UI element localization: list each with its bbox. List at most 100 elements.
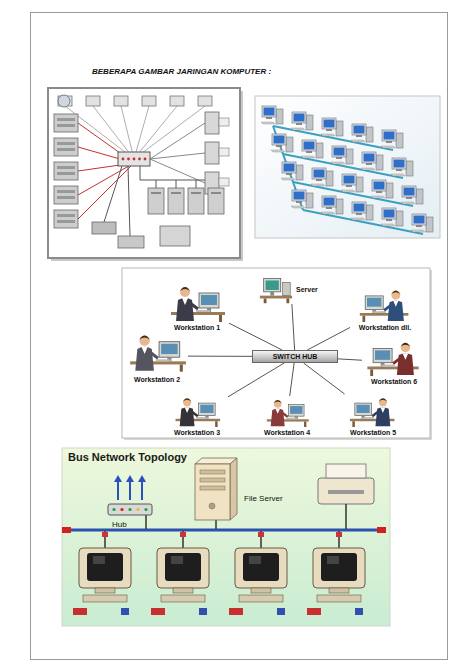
tower-slot xyxy=(151,192,161,194)
monitor-stand xyxy=(416,225,422,227)
hub-node: Hub xyxy=(104,470,156,530)
keyboard xyxy=(382,365,395,367)
signal-arrowhead xyxy=(114,475,122,482)
workstation-node: Workstation 2 xyxy=(126,328,188,384)
tower-front xyxy=(195,464,230,520)
keyboard-icon xyxy=(291,128,305,130)
monitor-screen xyxy=(87,553,123,581)
monitor-screen xyxy=(201,295,217,305)
monitor xyxy=(199,403,216,415)
server-icon xyxy=(54,114,78,132)
desk-leg xyxy=(215,421,217,427)
switch-hub-box: SWITCH HUB xyxy=(252,350,338,363)
connector-line xyxy=(188,356,252,357)
keyboard-icon xyxy=(301,156,315,158)
workstation-node: Workstation 6 xyxy=(362,338,426,386)
tower-slot xyxy=(211,192,221,194)
network-wire xyxy=(150,123,205,159)
keyboard-icon xyxy=(321,212,335,214)
desk xyxy=(260,296,292,299)
person-head xyxy=(274,400,282,408)
server-node: Server xyxy=(258,274,324,304)
network-wire xyxy=(140,166,141,180)
node-label: Hub xyxy=(112,520,127,530)
workstation-node: Workstation dll. xyxy=(350,286,420,332)
keyboard-icon xyxy=(281,178,295,180)
monitor-screen xyxy=(294,192,305,200)
person-arm xyxy=(372,411,379,416)
desk-leg xyxy=(363,316,366,322)
workstation-icon xyxy=(360,291,409,323)
printer-slot xyxy=(328,490,364,494)
keyboard-icon xyxy=(391,174,405,176)
network-wire xyxy=(121,106,134,159)
person-arm xyxy=(282,412,288,417)
network-wire xyxy=(78,163,134,195)
monitor-stand xyxy=(316,179,322,181)
monitor-icon xyxy=(292,112,306,123)
device-icon xyxy=(86,96,100,106)
monitor-screen xyxy=(384,210,395,218)
tower-icon xyxy=(188,188,204,214)
keyboard-symbol xyxy=(239,595,283,602)
page-title: BEBERAPA GAMBAR JARINGAN KOMPUTER : xyxy=(92,67,271,76)
desk-leg xyxy=(370,369,373,376)
device-icon xyxy=(58,96,72,106)
tower-icon xyxy=(336,121,343,136)
monitor-symbol xyxy=(79,548,131,588)
monitor-symbol xyxy=(313,548,365,588)
hub-led xyxy=(136,508,139,511)
device-icon xyxy=(160,226,190,246)
router-port xyxy=(127,158,130,161)
monitor xyxy=(159,342,180,358)
drive-bay xyxy=(200,478,225,482)
screen-glare xyxy=(249,556,261,564)
signal-arrowhead xyxy=(126,475,134,482)
hub-box xyxy=(108,504,152,515)
monitor-stand xyxy=(329,588,349,593)
router-port xyxy=(122,158,125,161)
monitor-screen xyxy=(344,176,355,184)
monitor-screen xyxy=(364,154,375,162)
workstation-icon xyxy=(350,398,395,427)
monitor-stand xyxy=(406,197,412,199)
tower-icon xyxy=(366,205,373,220)
workstation-node-icon xyxy=(256,396,318,427)
hub-led xyxy=(112,508,115,511)
tap-connector xyxy=(336,532,342,537)
workstation-node: Workstation 5 xyxy=(342,394,404,437)
keyboard xyxy=(196,417,208,419)
keyboard-icon xyxy=(411,230,425,232)
person-head xyxy=(139,336,149,346)
monitor-stand xyxy=(270,292,274,296)
network-wire xyxy=(176,180,177,188)
person-head xyxy=(183,398,191,406)
tower-icon xyxy=(286,137,293,152)
keyboard-icon xyxy=(331,162,345,164)
mouse-symbol xyxy=(277,608,285,615)
keyboard-icon xyxy=(371,196,385,198)
monitor-icon xyxy=(402,186,416,197)
monitor-stand xyxy=(286,173,292,175)
monitor-screen xyxy=(284,164,295,172)
monitor-icon xyxy=(392,158,406,169)
monitor-icon xyxy=(322,118,336,129)
tower-icon xyxy=(205,112,219,134)
monitor-stand xyxy=(386,219,392,221)
workstation-node-icon xyxy=(350,286,420,322)
drive-bay xyxy=(200,470,225,474)
person-body xyxy=(375,407,390,426)
person-hair xyxy=(274,400,282,403)
monitor-icon xyxy=(352,202,366,213)
connector-line xyxy=(304,363,345,394)
server-icon xyxy=(54,138,78,156)
router-port xyxy=(138,158,141,161)
tower-icon xyxy=(326,171,333,186)
star-panel xyxy=(122,268,430,438)
monitor-icon xyxy=(302,140,316,151)
network-cable xyxy=(303,210,423,234)
monitor xyxy=(365,296,383,310)
network-panel xyxy=(255,96,440,238)
person-hair xyxy=(139,336,149,340)
